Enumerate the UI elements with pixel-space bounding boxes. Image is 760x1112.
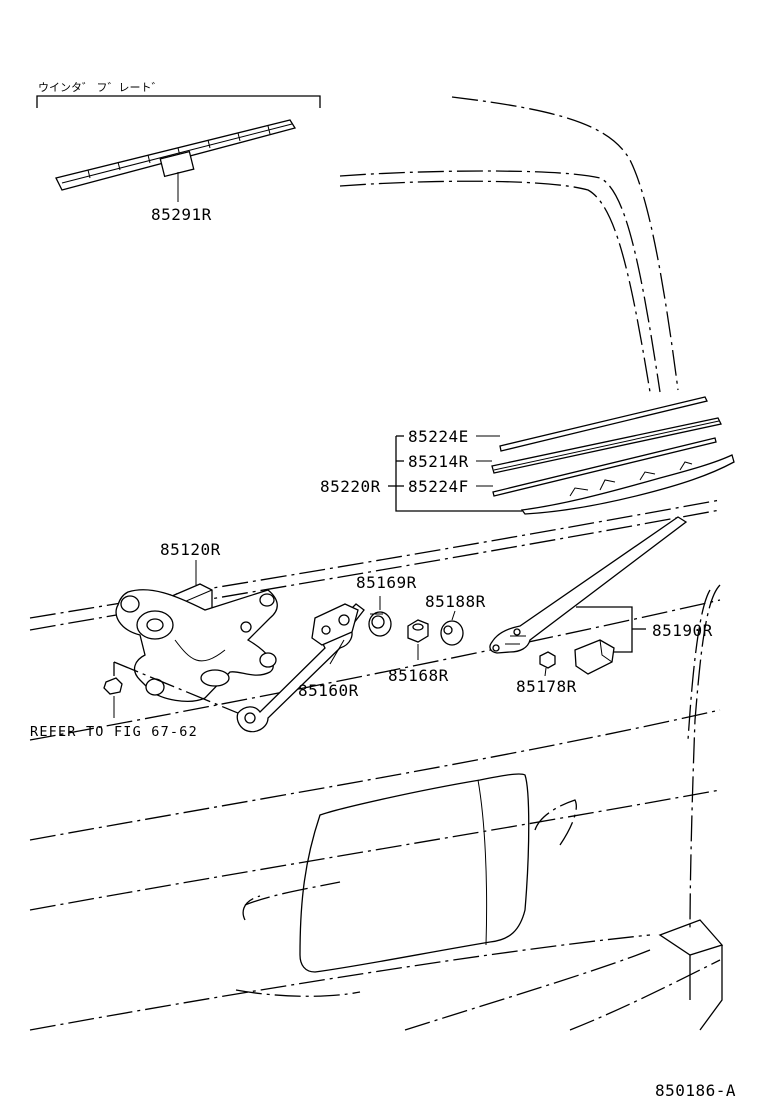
figure-id: 850186-A (655, 1081, 736, 1100)
tailgate-corner (658, 919, 724, 1031)
blade-assembly-85220R (388, 396, 735, 515)
wiper-arm-85190R (489, 516, 688, 675)
part-label-85168R: 85168R (388, 666, 449, 685)
wiper-blade-group (36, 95, 321, 202)
leader-lines (329, 596, 547, 677)
blade-frame (520, 454, 735, 515)
rubber-85224E (499, 396, 708, 452)
reference-note: REFER TO FIG 67-62 (30, 724, 198, 740)
nut-85168R (407, 619, 429, 643)
arm-cover (574, 639, 615, 675)
vehicle-body-outline (29, 96, 721, 1031)
wiper-motor-85120R (103, 560, 278, 719)
grommet-85169R (368, 611, 392, 637)
cap-85188R (440, 620, 464, 646)
header-label: ウインタ゛ フ゛レート゛ (38, 81, 163, 94)
part-label-85291R: 85291R (151, 205, 212, 224)
mount-bolt (103, 677, 123, 695)
part-label-85178R: 85178R (516, 677, 577, 696)
link-rod-85160R (236, 603, 365, 733)
part-label-85214R: 85214R (408, 452, 469, 471)
part-label-85224E: 85224E (408, 427, 469, 446)
part-label-85169R: 85169R (356, 573, 417, 592)
part-label-85190R: 85190R (652, 621, 713, 640)
part-label-85220R: 85220R (320, 477, 381, 496)
license-plate-recess (235, 773, 530, 997)
part-label-85188R: 85188R (425, 592, 486, 611)
part-label-85120R: 85120R (160, 540, 221, 559)
rubber-85224F (492, 437, 717, 497)
part-label-85160R: 85160R (298, 681, 359, 700)
nut-85178R (539, 651, 556, 669)
part-label-85224F: 85224F (408, 477, 469, 496)
blade-clip (159, 150, 195, 178)
